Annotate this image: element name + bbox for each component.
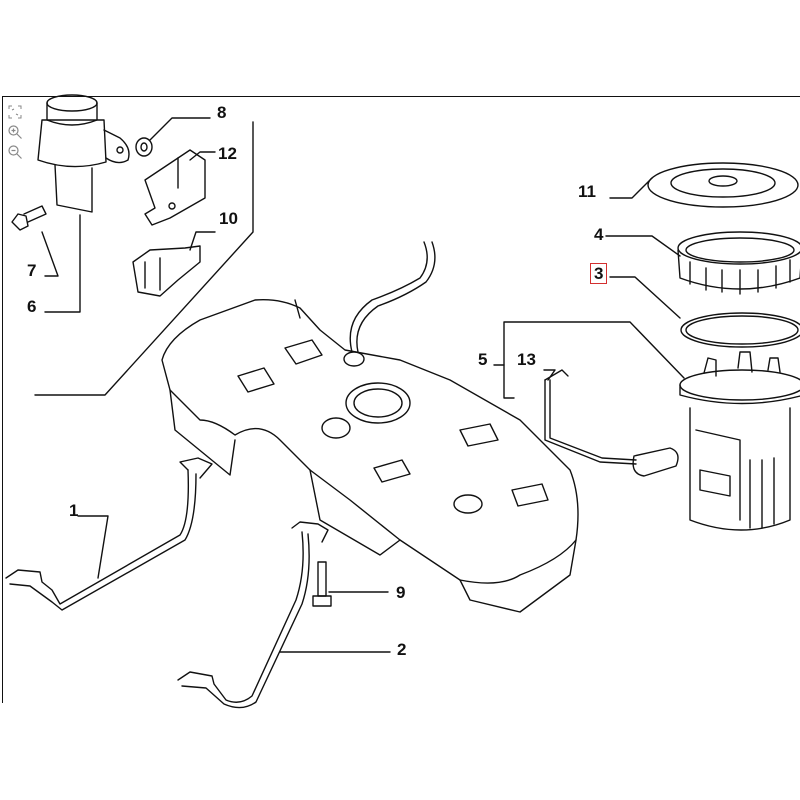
callout-5[interactable]: 5	[478, 350, 488, 369]
part-bolt-7[interactable]	[11, 205, 47, 231]
callout-13[interactable]: 13	[517, 350, 536, 369]
part-fuel-pump-module-5[interactable]	[679, 351, 800, 531]
part-vent-hose	[349, 241, 436, 353]
part-strap-2[interactable]	[177, 521, 329, 709]
part-bracket-12[interactable]	[144, 149, 206, 226]
viewer-toolbar	[7, 104, 23, 164]
callout-1[interactable]: 1	[69, 501, 79, 520]
part-nut-8[interactable]	[135, 137, 153, 157]
leader-lines-right	[493, 177, 685, 399]
part-cover-plate-11[interactable]	[647, 162, 799, 208]
part-canister[interactable]	[37, 94, 130, 213]
part-float-arm-13[interactable]	[544, 369, 679, 477]
callout-11[interactable]: 11	[578, 182, 596, 201]
part-ring-nut-4[interactable]	[677, 231, 800, 295]
zoom-out-icon[interactable]	[7, 144, 23, 160]
part-gasket-3[interactable]	[680, 312, 800, 348]
leader-lines-bottom	[77, 515, 391, 653]
callout-10[interactable]: 10	[219, 209, 238, 228]
fit-to-screen-icon[interactable]	[7, 104, 23, 120]
callout-3-highlighted[interactable]: 3	[590, 263, 608, 284]
part-strap-bolt-9[interactable]	[312, 561, 332, 607]
callout-2[interactable]: 2	[397, 640, 407, 659]
part-strap-1[interactable]	[5, 457, 213, 611]
leader-lines-left	[34, 117, 254, 396]
callout-6[interactable]: 6	[27, 297, 37, 316]
zoom-in-icon[interactable]	[7, 124, 23, 140]
part-clip-10[interactable]	[132, 245, 201, 297]
callout-9[interactable]: 9	[396, 583, 406, 602]
diagram-frame	[2, 96, 800, 703]
callout-7[interactable]: 7	[27, 261, 37, 280]
callout-8[interactable]: 8	[217, 103, 227, 122]
callout-12[interactable]: 12	[218, 144, 237, 163]
callout-4[interactable]: 4	[594, 225, 604, 244]
part-fuel-tank	[161, 298, 579, 613]
